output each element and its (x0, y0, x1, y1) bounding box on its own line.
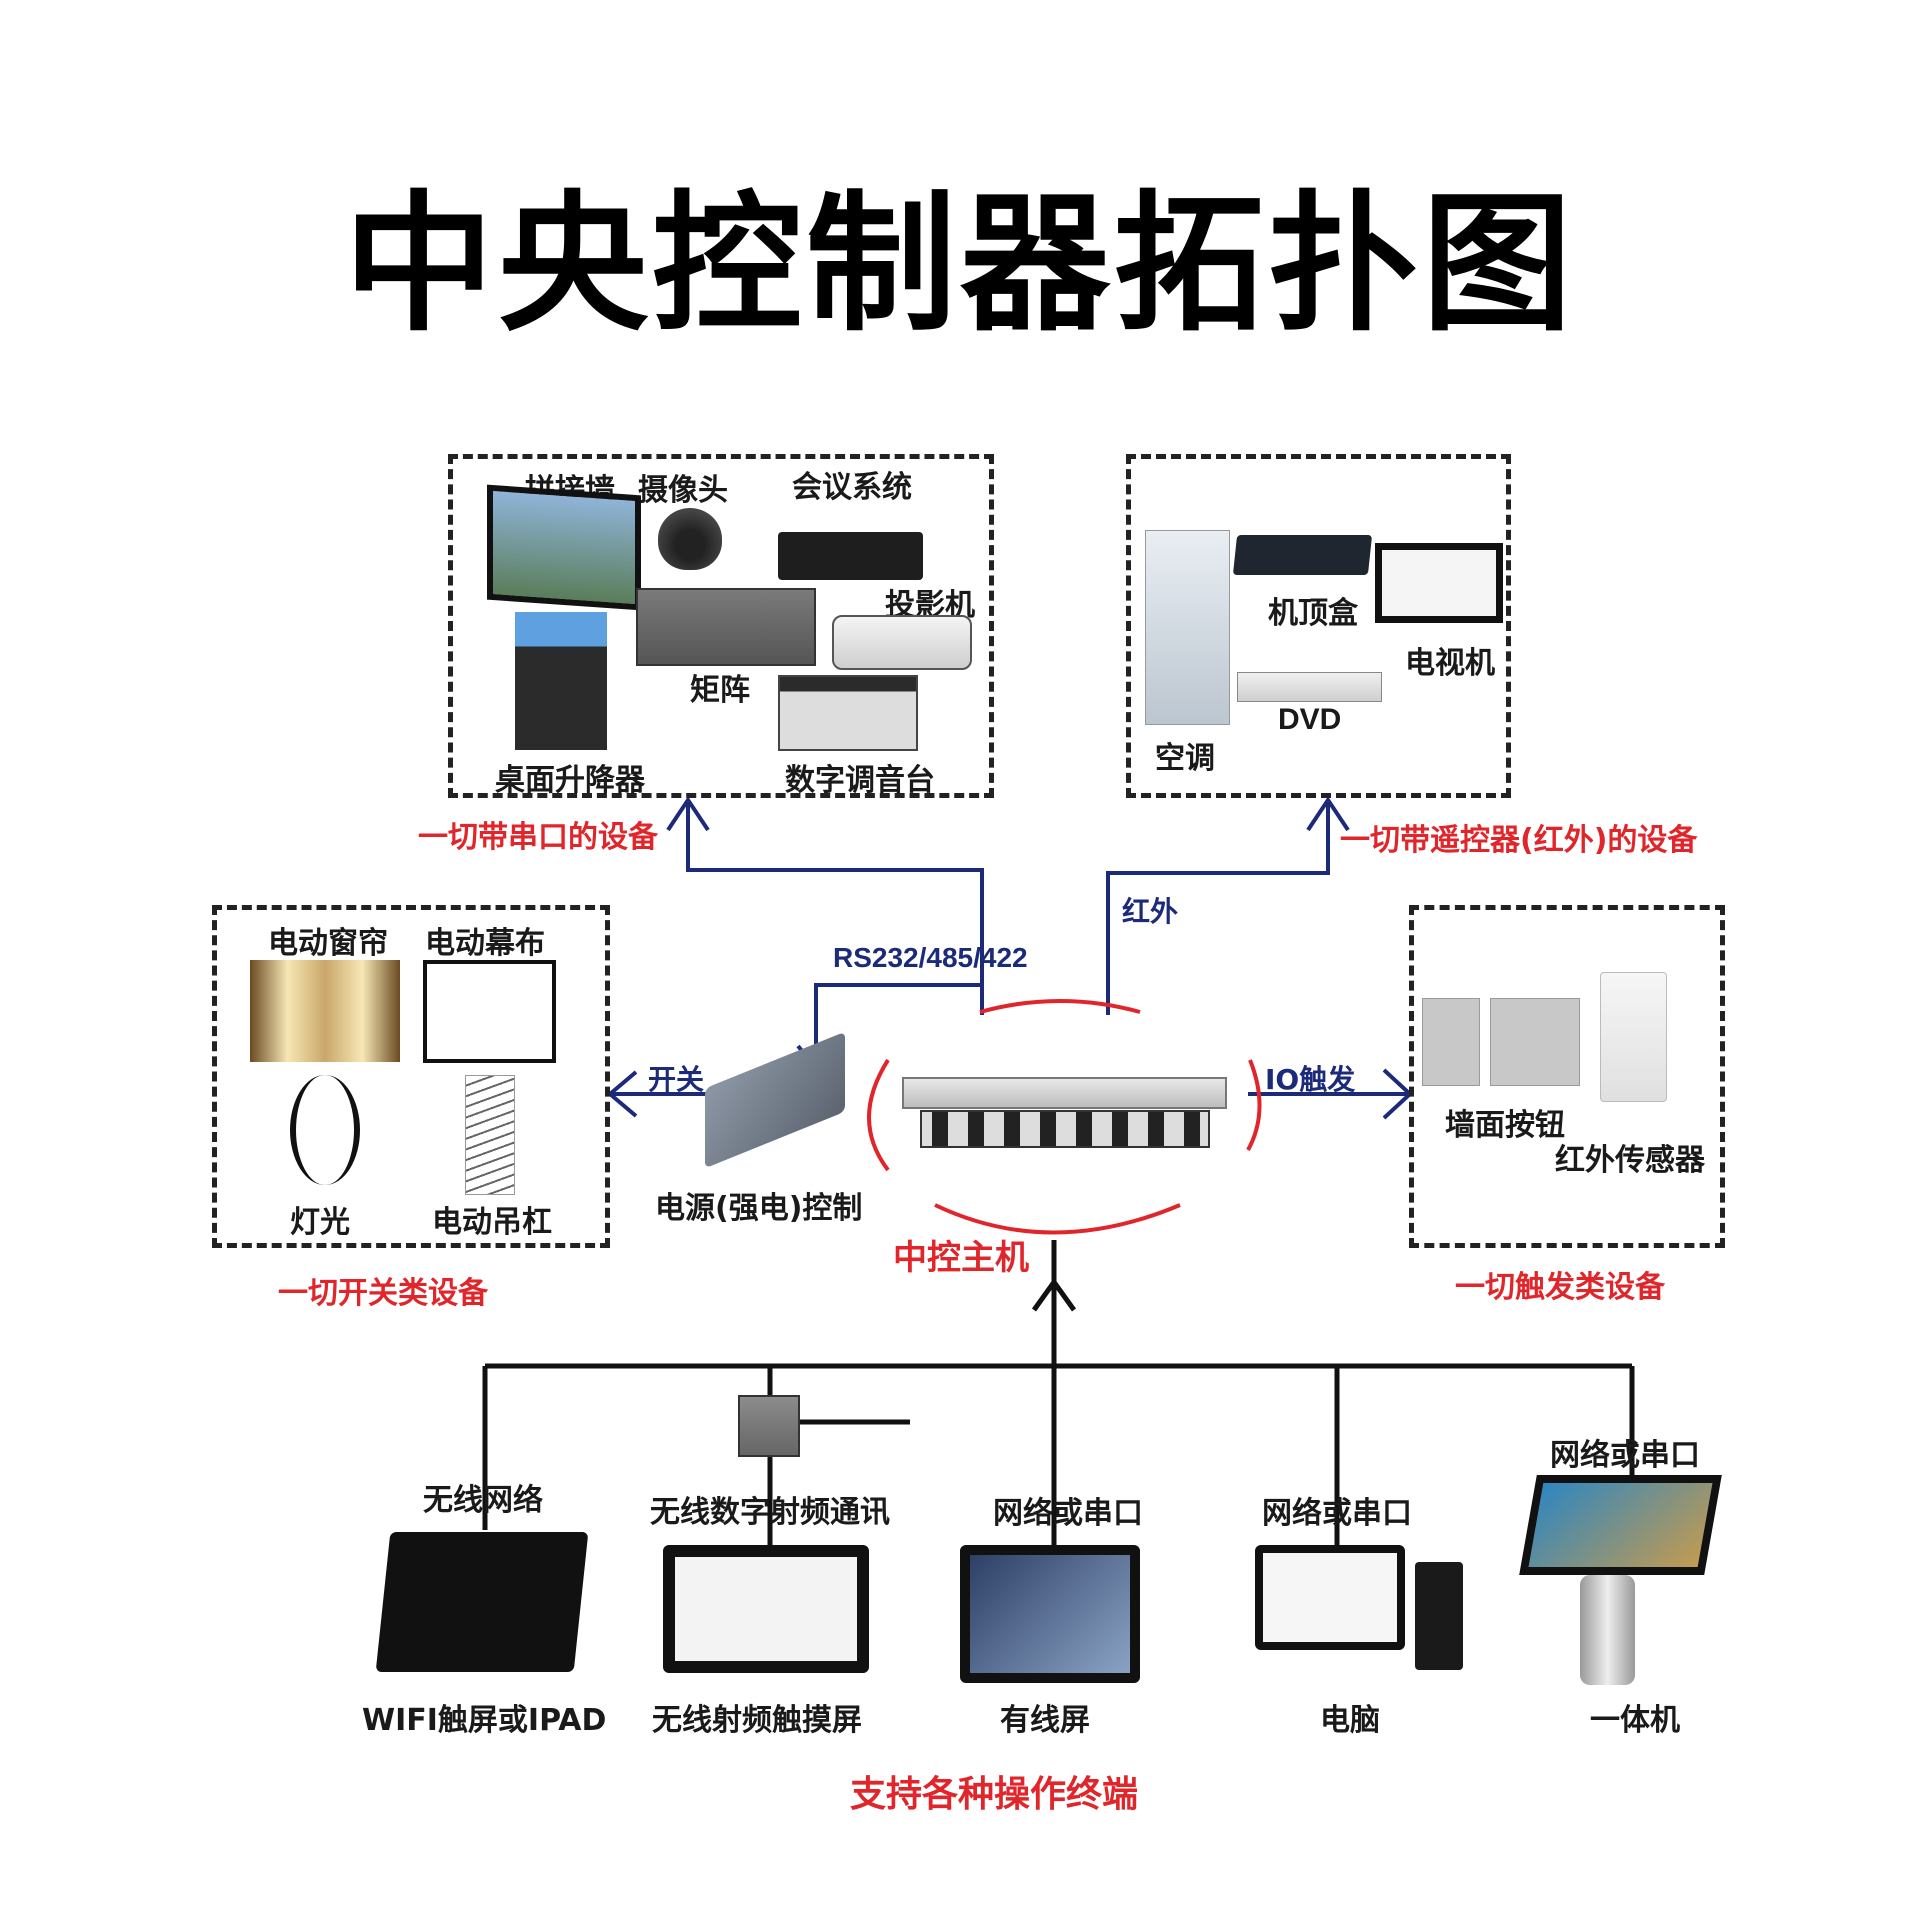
power-link-line (814, 983, 982, 1068)
electric-hoist-icon (465, 1075, 515, 1195)
terminal-1-name: WIFI触屏或IPAD (362, 1703, 607, 1738)
trigger-devices-box (1409, 905, 1725, 1248)
label-electric-curtain: 电动窗帘 (268, 926, 388, 961)
serial-arrow-head (666, 796, 710, 832)
camera-icon (658, 508, 722, 570)
label-lighting: 灯光 (290, 1205, 350, 1240)
terminal-4-name: 电脑 (1320, 1703, 1380, 1738)
rf-touchscreen-icon (663, 1545, 869, 1673)
infrared-sensor-icon (1600, 972, 1667, 1102)
air-conditioner-icon (1145, 530, 1230, 725)
link-label-serial: RS232/485/422 (833, 942, 1028, 973)
switch-arrow-head (606, 1070, 638, 1118)
electric-curtain-icon (250, 960, 400, 1062)
kiosk-stand-icon (1580, 1575, 1635, 1685)
terminal-2-link-label: 无线数字射频通讯 (650, 1495, 890, 1530)
digital-mixer-icon (778, 675, 918, 751)
label-air-conditioner: 空调 (1155, 741, 1215, 776)
serial-devices-caption: 一切带串口的设备 (418, 820, 658, 855)
label-desk-lifter: 桌面升降器 (495, 763, 645, 798)
desk-lifter-icon (515, 612, 607, 750)
label-matrix: 矩阵 (690, 673, 750, 708)
set-top-box-icon (1232, 535, 1373, 575)
page-title: 中央控制器拓扑图 (343, 178, 1576, 352)
terminal-2-name: 无线射频触摸屏 (652, 1703, 862, 1738)
label-dvd: DVD (1278, 703, 1342, 736)
label-conference-system: 会议系统 (792, 470, 912, 505)
infrared-link-line (1106, 800, 1330, 1015)
wall-button-large-icon (1490, 998, 1580, 1086)
label-power-controller: 电源(强电)控制 (655, 1191, 863, 1226)
serial-devices-box (448, 454, 994, 798)
footer-caption: 支持各种操作终端 (850, 1774, 1139, 1815)
label-digital-mixer: 数字调音台 (785, 763, 935, 798)
label-wall-button: 墙面按钮 (1445, 1108, 1565, 1143)
central-host-icon (902, 1077, 1227, 1109)
rf-receiver-icon (738, 1395, 800, 1457)
lighting-icon (290, 1075, 360, 1185)
host-arc-bottom (934, 1203, 1181, 1235)
infrared-arrow-head (1306, 796, 1350, 832)
central-host-label: 中控主机 (893, 1238, 1029, 1278)
serial-link-line (686, 800, 984, 1015)
link-label-infrared: 红外 (1122, 895, 1179, 928)
infrared-devices-caption: 一切带遥控器(红外)的设备 (1340, 823, 1698, 858)
link-label-switch: 开关 (648, 1063, 705, 1096)
label-electric-hoist: 电动吊杠 (432, 1205, 552, 1240)
host-arc-right (1246, 1059, 1262, 1151)
label-tv: 电视机 (1405, 646, 1495, 681)
matrix-icon (636, 588, 816, 666)
terminal-3-link-label: 网络或串口 (993, 1496, 1143, 1531)
video-wall-icon (487, 484, 641, 611)
label-electric-screen: 电动幕布 (425, 926, 545, 961)
computer-tower-icon (1415, 1562, 1463, 1670)
host-arrow-head (1031, 1277, 1077, 1312)
host-arc-left (867, 1058, 890, 1172)
wired-screen-icon (960, 1545, 1140, 1683)
computer-icon (1255, 1545, 1405, 1650)
terminal-5-link-label: 网络或串口 (1550, 1438, 1700, 1473)
terminal-3-name: 有线屏 (1000, 1703, 1090, 1738)
electric-screen-icon (423, 960, 556, 1063)
projector-icon (832, 615, 972, 670)
terminal-1-link-label: 无线网络 (423, 1483, 543, 1518)
label-infrared-sensor: 红外传感器 (1555, 1143, 1705, 1178)
kiosk-icon (1519, 1475, 1722, 1575)
dvd-player-icon (1237, 672, 1382, 702)
conference-system-icon (778, 532, 923, 580)
wifi-tablet-icon (375, 1532, 589, 1672)
central-host-ports (920, 1110, 1210, 1148)
label-set-top-box: 机顶盒 (1268, 596, 1358, 631)
link-label-io: IO触发 (1265, 1063, 1356, 1096)
label-camera: 摄像头 (638, 473, 728, 508)
trigger-devices-caption: 一切触发类设备 (1455, 1270, 1665, 1305)
terminal-5-name: 一体机 (1590, 1703, 1680, 1738)
infrared-devices-box (1126, 454, 1511, 798)
switch-devices-caption: 一切开关类设备 (278, 1276, 488, 1311)
terminal-4-link-label: 网络或串口 (1262, 1496, 1412, 1531)
host-arc-top (979, 999, 1141, 1014)
switch-devices-box (212, 905, 610, 1248)
wall-button-small-icon (1422, 998, 1480, 1086)
tv-icon (1375, 543, 1503, 623)
